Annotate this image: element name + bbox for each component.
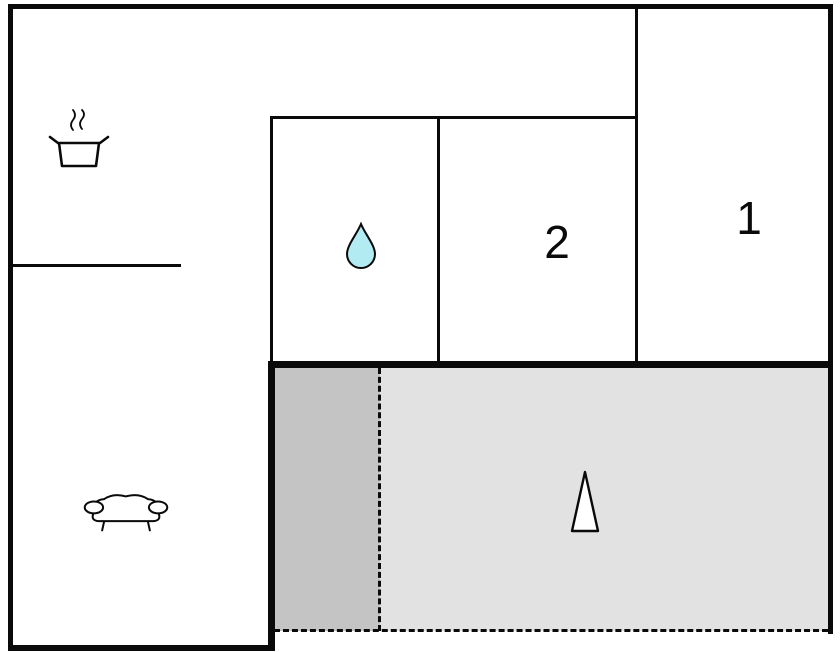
room-1-label: 1 [736, 192, 762, 244]
wall-bathroom-left [270, 116, 273, 368]
outer-wall-left [8, 4, 13, 651]
outer-wall-bottom-left [8, 645, 274, 651]
tree-icon [570, 470, 600, 534]
wall-bathroom-bedroom2-divider [437, 116, 440, 366]
wall-middle-rooms-top [270, 116, 638, 119]
outer-wall-right [828, 4, 833, 634]
cooking-pot-icon [44, 104, 114, 174]
terrace-wall-top [268, 361, 833, 368]
sofa-icon [82, 486, 170, 538]
terrace-wall-left [268, 361, 275, 651]
terrace-dark-area [274, 368, 380, 631]
terrace-dashed-divider [378, 368, 381, 631]
terrace-area [380, 368, 828, 631]
outer-wall-top [8, 4, 833, 9]
water-drop-icon [344, 222, 378, 270]
terrace-dashed-bottom-edge [274, 629, 828, 632]
wall-bedroom1-left [635, 4, 638, 363]
kitchen-counter-line [11, 264, 181, 267]
room-2-label: 2 [544, 216, 570, 268]
